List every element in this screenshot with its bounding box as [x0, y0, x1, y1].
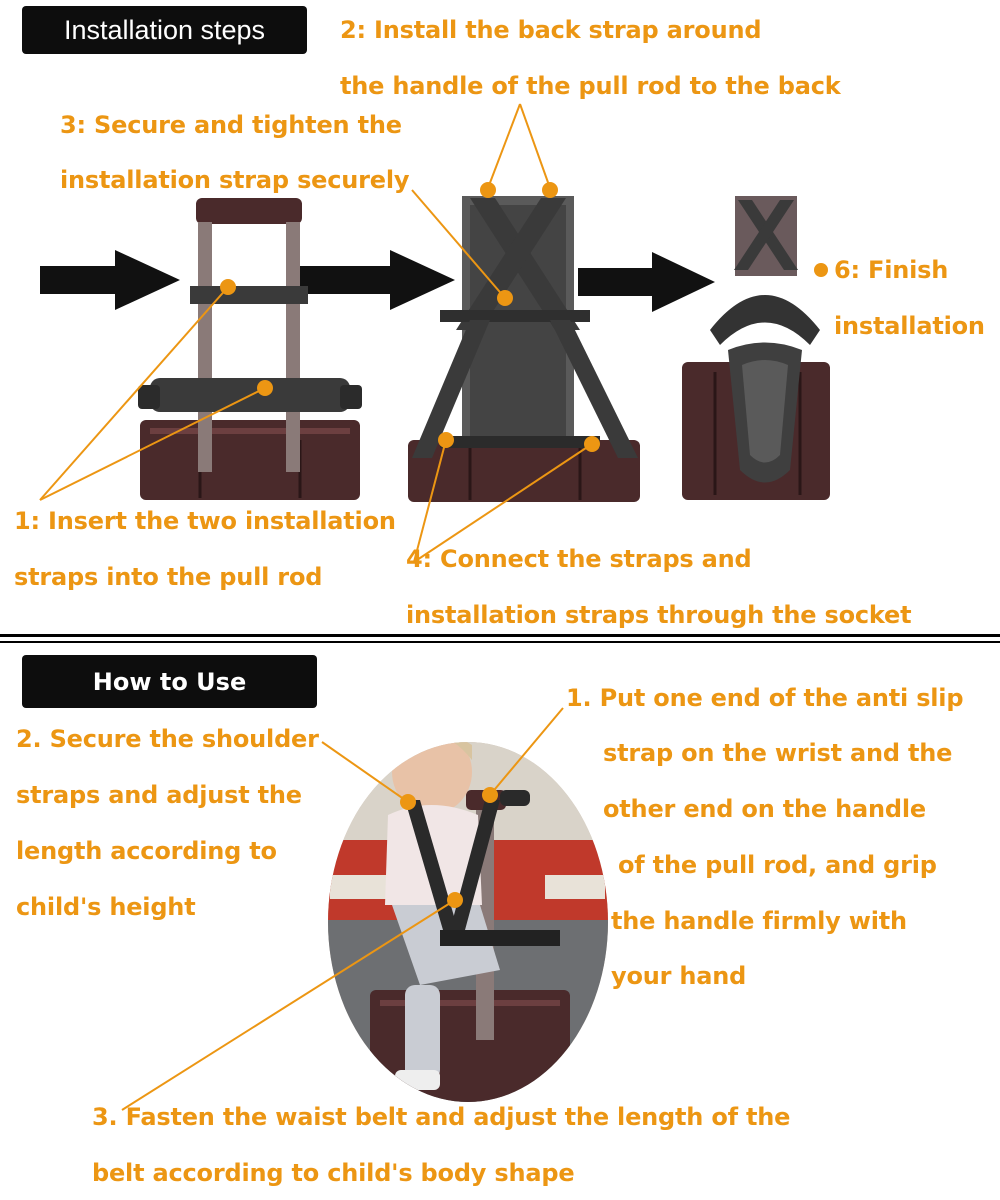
usage-step1-line2: strap on the wrist and the	[603, 739, 953, 767]
child-on-luggage-photo	[328, 742, 608, 1102]
installation-steps-header: Installation steps	[22, 6, 307, 54]
arrow-right-icon-2	[300, 250, 455, 310]
usage-step2-line3: length according to	[16, 837, 277, 865]
installation-steps-title: Installation steps	[63, 14, 266, 45]
usage-step1-line6: your hand	[611, 962, 747, 990]
install-step2-line1: 2: Install the back strap around	[340, 16, 762, 44]
installation-marker-dots	[220, 182, 828, 452]
usage-step3-line2: belt according to child's body shape	[92, 1159, 575, 1187]
usage-step2-line1: 2. Secure the shoulder	[16, 725, 319, 753]
usage-step1-line4: of the pull rod, and grip	[618, 851, 937, 879]
section-divider-bottom	[0, 641, 1000, 643]
usage-step1-line1: 1. Put one end of the anti slip	[566, 684, 964, 712]
install-step2-line2: the handle of the pull rod to the back	[340, 72, 841, 100]
install-step4-line2: installation straps through the socket	[406, 601, 912, 629]
usage-step2-line2: straps and adjust the	[16, 781, 302, 809]
usage-step1-line5: the handle firmly with	[611, 907, 907, 935]
usage-step2-line4: child's height	[16, 893, 196, 921]
install-step3-line2: installation strap securely	[60, 166, 410, 194]
usage-step1-line3: other end on the handle	[603, 795, 926, 823]
install-step1-line2: straps into the pull rod	[14, 563, 323, 591]
install-step4-line1: 4: Connect the straps and	[406, 545, 752, 573]
installation-illustration	[39, 103, 830, 563]
install-step6-line2: installation	[834, 312, 985, 340]
arrow-right-icon-1	[40, 250, 180, 310]
arrow-right-icon-3	[578, 252, 715, 312]
installation-leader-lines	[39, 103, 593, 563]
luggage-image-3	[682, 196, 830, 500]
usage-marker-dots	[400, 787, 498, 908]
install-step6-line1: 6: Finish	[834, 256, 949, 284]
how-to-use-header: How to Use	[22, 655, 317, 708]
install-step3-line1: 3: Secure and tighten the	[60, 111, 402, 139]
section-divider-top	[0, 634, 1000, 637]
usage-step3-line1: 3. Fasten the waist belt and adjust the …	[92, 1103, 791, 1131]
luggage-image-1	[138, 198, 362, 500]
how-to-use-title: How to Use	[92, 667, 247, 696]
luggage-image-2	[408, 196, 640, 502]
install-step1-line1: 1: Insert the two installation	[14, 507, 396, 535]
